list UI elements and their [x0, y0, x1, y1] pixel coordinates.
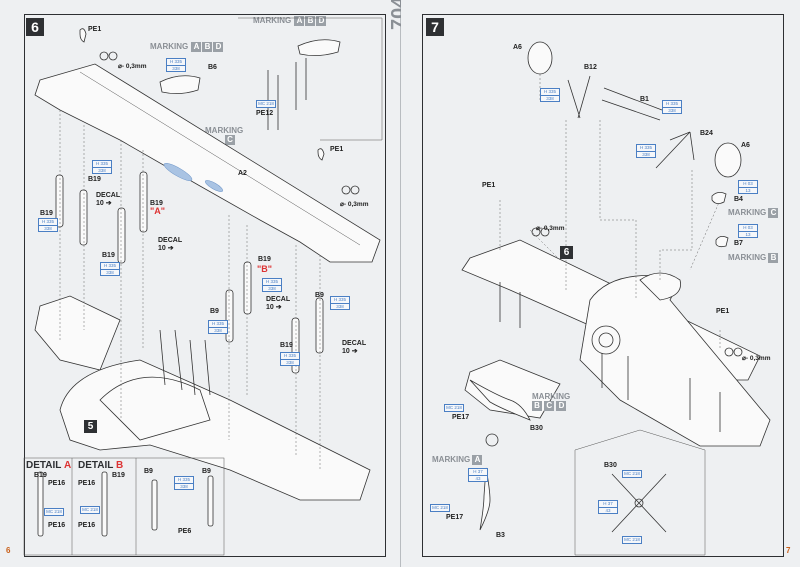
part-b9-2: B9 [315, 292, 324, 299]
marking-b-right: MARKING B [728, 253, 779, 263]
part-pe1-a: PE1 [88, 26, 102, 33]
part-a6-a: A6 [513, 44, 522, 51]
part-b9-1: B9 [210, 308, 219, 315]
detail-b-pe16-b: PE16 [78, 522, 96, 529]
part-b19-1: B19 [88, 176, 101, 183]
part-pe1-right-a: PE1 [482, 182, 496, 189]
part-a2: A2 [238, 170, 247, 177]
left-step-frame [24, 14, 386, 557]
part-pe17-b: PE17 [446, 514, 464, 521]
right-step-frame [422, 14, 784, 557]
wing-assembly-drawing [23, 17, 383, 556]
drill-dim-right-1: ⌀- 0,3mm [536, 225, 565, 232]
marking-c-right: MARKING C [728, 208, 779, 218]
step-number-7: 7 [426, 18, 444, 36]
detail-c-b9-a: B9 [144, 468, 153, 475]
color-tag-r9: MC 218 [622, 470, 642, 478]
detail-b-title: DETAIL B [78, 460, 124, 471]
part-b30-a: B30 [530, 425, 543, 432]
detail-a-pe16-b: PE16 [48, 522, 66, 529]
part-b3: B3 [496, 532, 505, 539]
color-tag-r8: MC 218 [430, 504, 450, 512]
detail-b-tag: MC 218 [80, 506, 100, 514]
drill-dim-1: ⌀- 0,3mm [118, 63, 147, 70]
marking-quote-b: "B" [257, 264, 273, 274]
detail-c-pe6: PE6 [178, 528, 192, 535]
part-a6-b: A6 [741, 142, 750, 149]
part-b19-3: B19 [150, 200, 163, 207]
color-tag-r6: MC 218 [444, 404, 464, 412]
part-b12: B12 [584, 64, 597, 71]
page-number-right: 7 [786, 546, 791, 555]
drill-dim-2: ⌀- 0,3mm [340, 201, 369, 208]
part-b1: B1 [640, 96, 649, 103]
detail-a-title: DETAIL A [26, 460, 72, 471]
sub-step-5: 5 [84, 420, 97, 433]
marking-a-right: MARKING A [432, 455, 483, 465]
part-b6: B6 [208, 64, 217, 71]
drill-dim-right-2: ⌀- 0,3mm [742, 355, 771, 362]
part-pe1-right-b: PE1 [716, 308, 730, 315]
part-b24: B24 [700, 130, 713, 137]
part-pe1-b: PE1 [330, 146, 344, 153]
part-b7: B7 [734, 240, 743, 247]
marking-quote-a: "A" [150, 206, 166, 216]
part-b30-b: B30 [604, 462, 617, 469]
part-b19-6: B19 [280, 342, 293, 349]
step-number-6: 6 [26, 18, 44, 36]
detail-b-b19: B19 [112, 472, 125, 479]
detail-b-pe16-a: PE16 [78, 480, 96, 487]
part-b19-4: B19 [102, 252, 115, 259]
detail-a-tag: MC 218 [44, 508, 64, 516]
detail-c-b9-b: B9 [202, 468, 211, 475]
color-tag-r11: MC 218 [622, 536, 642, 544]
part-b19-5: B19 [258, 256, 271, 263]
detail-a-pe16-a: PE16 [48, 480, 66, 487]
part-pe12: PE12 [256, 110, 274, 117]
color-tag-l2: MC 218 [256, 100, 276, 108]
part-b4: B4 [734, 196, 743, 203]
part-pe17-a: PE17 [452, 414, 470, 421]
detail-a-b19: B19 [34, 472, 47, 479]
part-b19-2: B19 [40, 210, 53, 217]
page-number-left: 6 [6, 546, 11, 555]
sub-step-6: 6 [560, 246, 573, 259]
